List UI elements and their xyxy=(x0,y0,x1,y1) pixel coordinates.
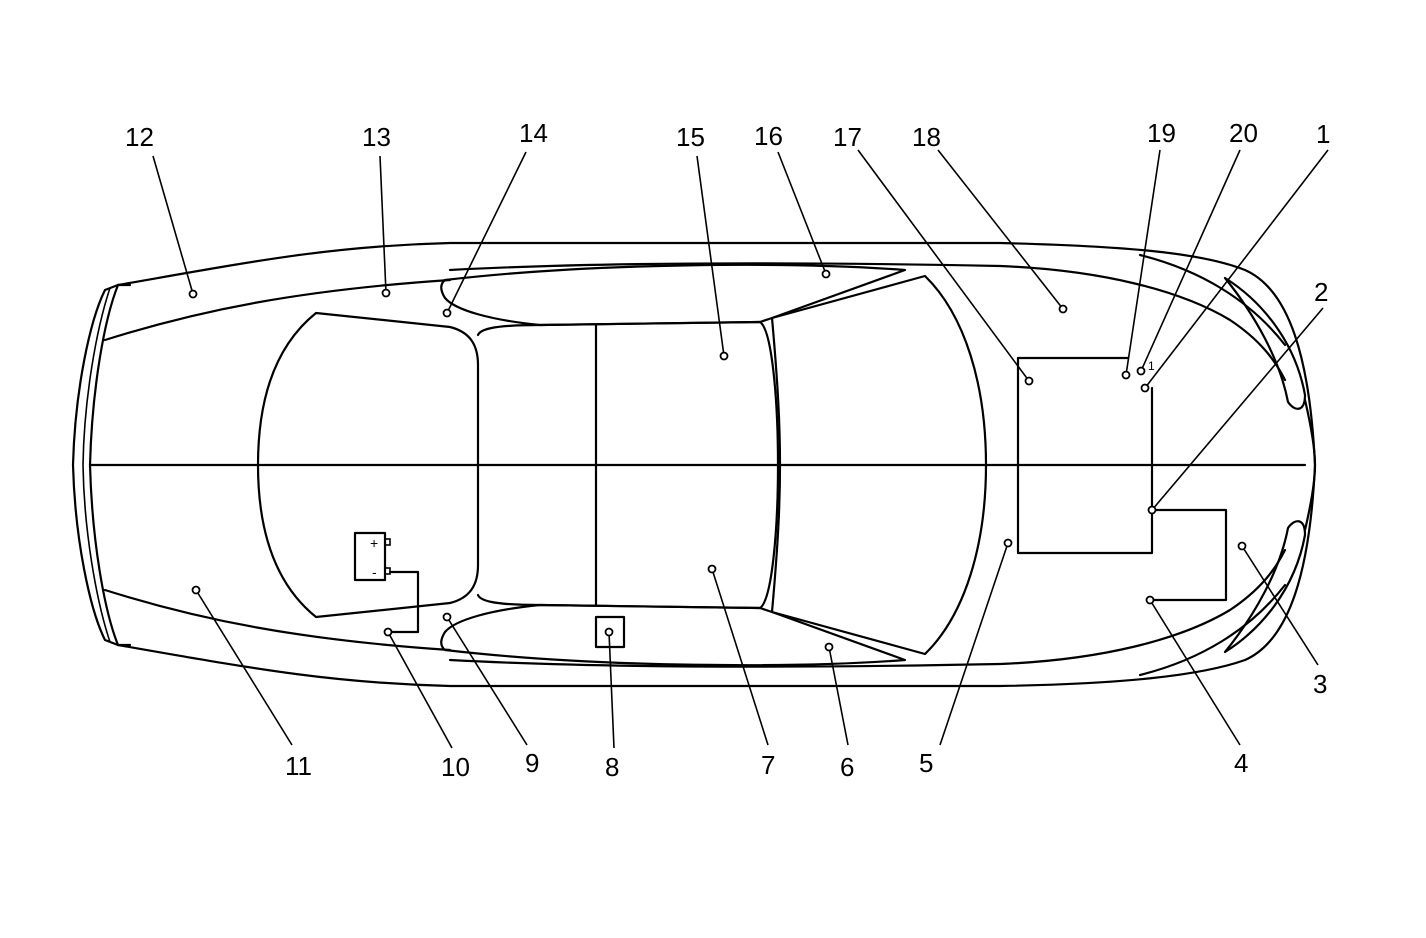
battery-plus-symbol: + xyxy=(370,535,378,551)
callout-8: 8 xyxy=(605,752,619,782)
ground-point-5 xyxy=(1003,538,1013,548)
ground-point-10 xyxy=(383,627,393,637)
small-mark-label: 1 xyxy=(1148,359,1155,373)
ground-point-19 xyxy=(1121,370,1131,380)
callout-4: 4 xyxy=(1234,748,1248,778)
callout-7: 7 xyxy=(761,750,775,780)
callout-18: 18 xyxy=(912,122,941,152)
leader-lines xyxy=(152,149,1329,749)
ground-point-3 xyxy=(1237,541,1247,551)
callout-9: 9 xyxy=(525,748,539,778)
callout-15: 15 xyxy=(676,122,705,152)
ground-point-8 xyxy=(604,627,614,637)
callout-17: 17 xyxy=(833,122,862,152)
ground-point-1 xyxy=(1140,383,1150,393)
battery-minus-symbol: - xyxy=(372,564,377,580)
ground-point-2 xyxy=(1147,505,1157,515)
callout-19: 19 xyxy=(1147,118,1176,148)
ground-point-18 xyxy=(1058,304,1068,314)
ground-point-7 xyxy=(707,564,717,574)
side-glass-left xyxy=(440,263,907,327)
callout-20: 20 xyxy=(1229,118,1258,148)
callout-1: 1 xyxy=(1316,119,1330,149)
side-glass-right xyxy=(440,603,907,667)
vehicle-body-outline xyxy=(71,241,1317,688)
ground-point-9 xyxy=(442,612,452,622)
ground-point-20 xyxy=(1136,366,1146,376)
rear-window xyxy=(770,274,988,656)
ground-point-11 xyxy=(191,585,201,595)
ground-point-13 xyxy=(381,288,391,298)
callout-2: 2 xyxy=(1314,277,1328,307)
ground-point-4 xyxy=(1145,595,1155,605)
ground-point-16 xyxy=(821,269,831,279)
ground-point-17 xyxy=(1024,376,1034,386)
battery-icon: + - xyxy=(353,531,420,634)
callout-11: 11 xyxy=(285,751,312,781)
windshield xyxy=(256,311,480,619)
callout-13: 13 xyxy=(362,122,391,152)
callout-5: 5 xyxy=(919,748,933,778)
ground-points xyxy=(188,269,1247,652)
roof-panel xyxy=(476,320,780,610)
ground-point-15 xyxy=(719,351,729,361)
ground-point-6 xyxy=(824,642,834,652)
rear-wiring-harness: 1 xyxy=(1016,356,1228,602)
callout-3: 3 xyxy=(1313,669,1327,699)
callout-10: 10 xyxy=(441,752,470,782)
ground-point-14 xyxy=(442,308,452,318)
callout-labels: 1 2 3 4 5 6 7 8 9 10 11 12 13 14 15 16 1… xyxy=(125,118,1330,782)
callout-14: 14 xyxy=(519,118,548,148)
callout-6: 6 xyxy=(840,752,854,782)
ground-point-12 xyxy=(188,289,198,299)
callout-16: 16 xyxy=(754,121,783,151)
callout-12: 12 xyxy=(125,122,154,152)
